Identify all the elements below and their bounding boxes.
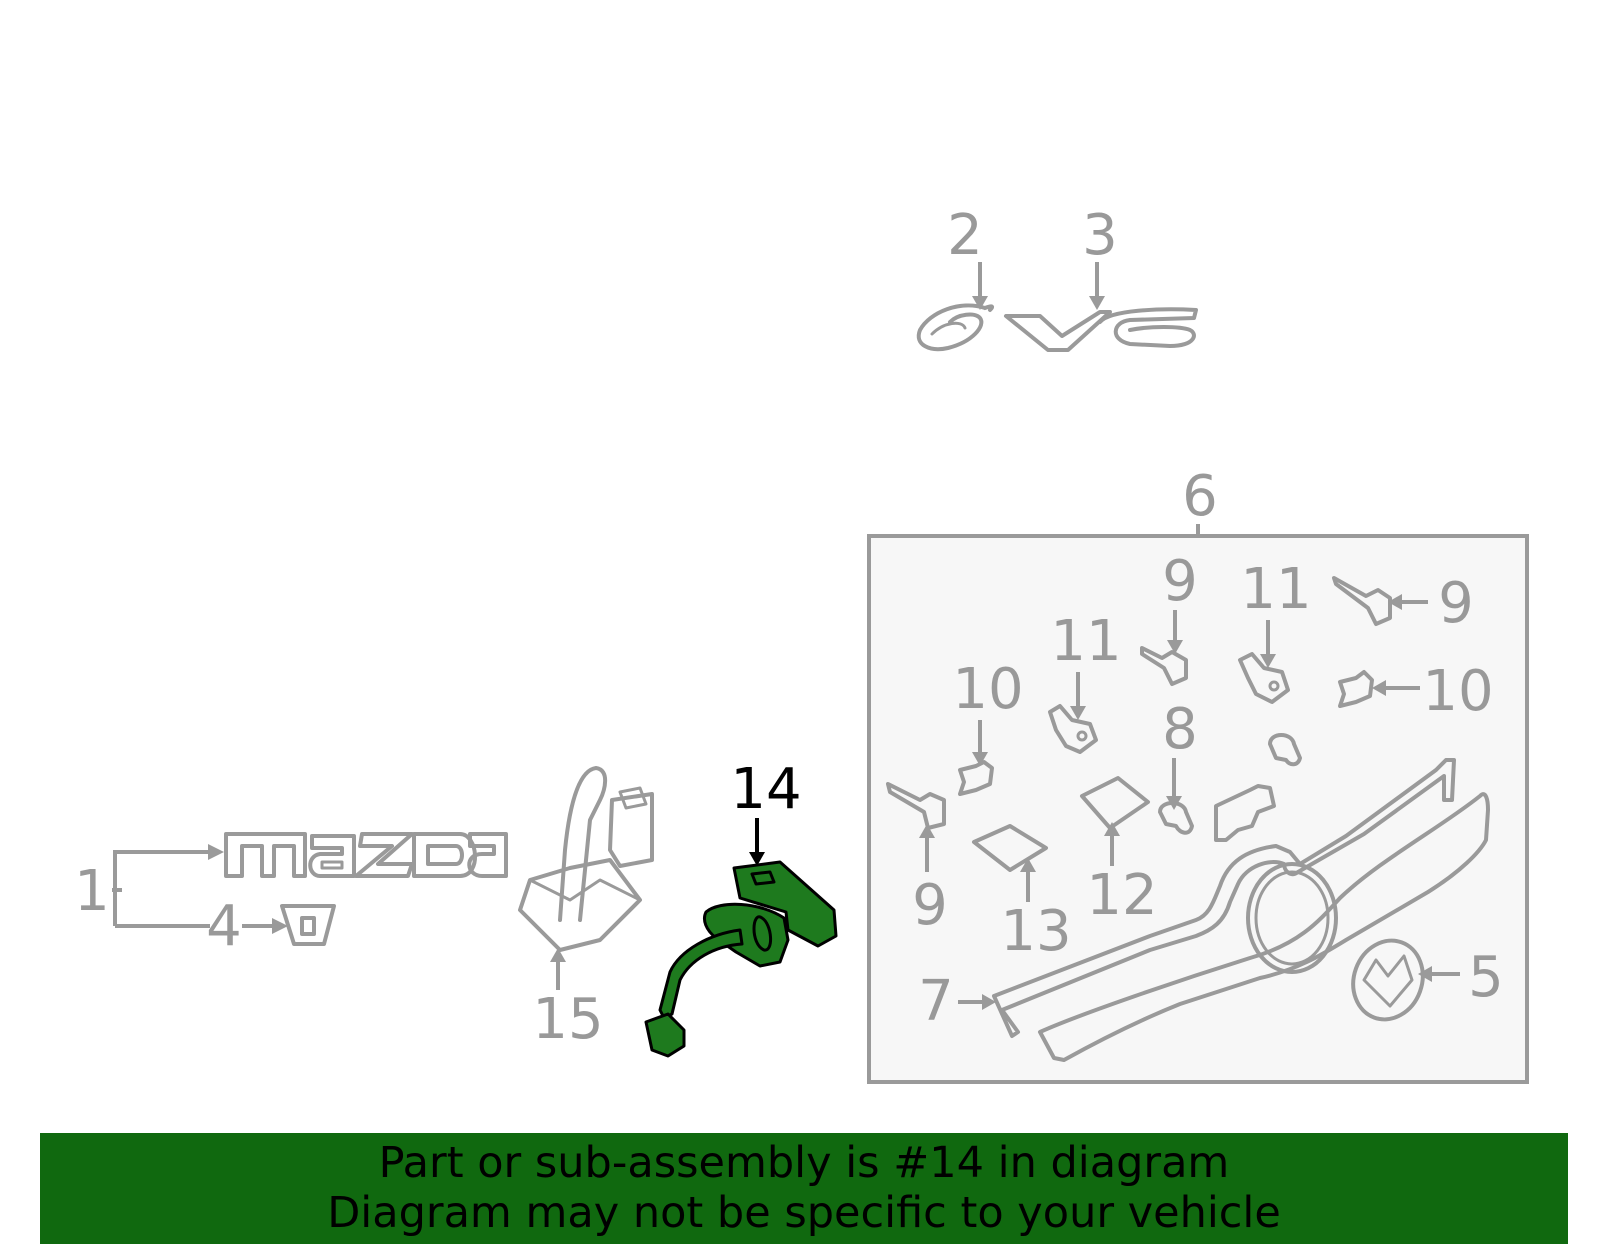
clip-11-right [1238,652,1290,704]
callout-1: 1 [74,859,110,924]
arrow-14 [749,852,765,866]
callout-10-left: 10 [952,657,1023,722]
callout-12: 12 [1086,863,1157,928]
arrow-5 [1418,966,1432,982]
callout-2: 2 [947,203,983,268]
arrow-9-right [1388,594,1402,610]
callout-11-right: 11 [1240,557,1311,622]
arrow-10-right [1372,680,1386,696]
part-14-camera-harness [644,860,838,1058]
clip-9-left [886,782,946,830]
callout-10-right: 10 [1422,659,1493,724]
callout-5: 5 [1468,945,1504,1010]
callout-13: 13 [1000,899,1071,964]
callout-9-right: 9 [1438,571,1474,636]
arrow-1 [208,844,224,860]
callout-6: 6 [1182,464,1218,529]
callout-3: 3 [1082,203,1118,268]
arrow-7 [982,994,996,1010]
arrow-11-right [1260,654,1276,668]
callout-7: 7 [918,969,954,1034]
mazda-emblem [224,832,508,878]
arrow-13 [1020,858,1036,872]
callout-15: 15 [532,987,603,1052]
banner-line-2: Diagram may not be specific to your vehi… [327,1188,1281,1238]
grille-garnish [1038,792,1490,1062]
arrow-4 [272,918,288,934]
arrow-2 [972,296,988,310]
assembly-6-box [867,534,1529,1084]
arrow-9-mid [1167,640,1183,654]
pad-13 [972,824,1048,872]
emblem-5 [1351,938,1425,1022]
info-banner: Part or sub-assembly is #14 in diagram D… [40,1133,1568,1244]
arrow-9-left [919,824,935,838]
callout-11-left: 11 [1050,609,1121,674]
clip-9-mid [1140,646,1188,686]
clip-11-left [1048,704,1098,754]
pad-12 [1080,776,1150,830]
callout-8: 8 [1162,697,1198,762]
callout-4: 4 [206,894,242,959]
arrow-11-left [1070,706,1086,720]
screw-8 [1158,801,1194,835]
clip-4 [280,904,336,946]
callout-9-mid: 9 [1162,549,1198,614]
clip-10-right [1338,670,1374,708]
six-emblem [916,303,995,351]
clip-10-left [958,760,994,796]
screw-loose [1268,733,1302,767]
callout-14: 14 [730,757,801,822]
callout-9-left: 9 [912,873,948,938]
part-15-switch [518,766,654,952]
arrow-10-left [972,752,988,766]
v6-emblem [1004,307,1198,352]
parts-diagram: 2 3 1 4 15 14 [74,203,1529,1084]
arrow-15 [550,948,566,962]
arrow-3 [1089,296,1105,310]
arrow-12 [1104,822,1120,836]
bracket-small [1214,784,1276,842]
banner-line-1: Part or sub-assembly is #14 in diagram [378,1138,1230,1188]
clip-9-right [1332,576,1392,626]
